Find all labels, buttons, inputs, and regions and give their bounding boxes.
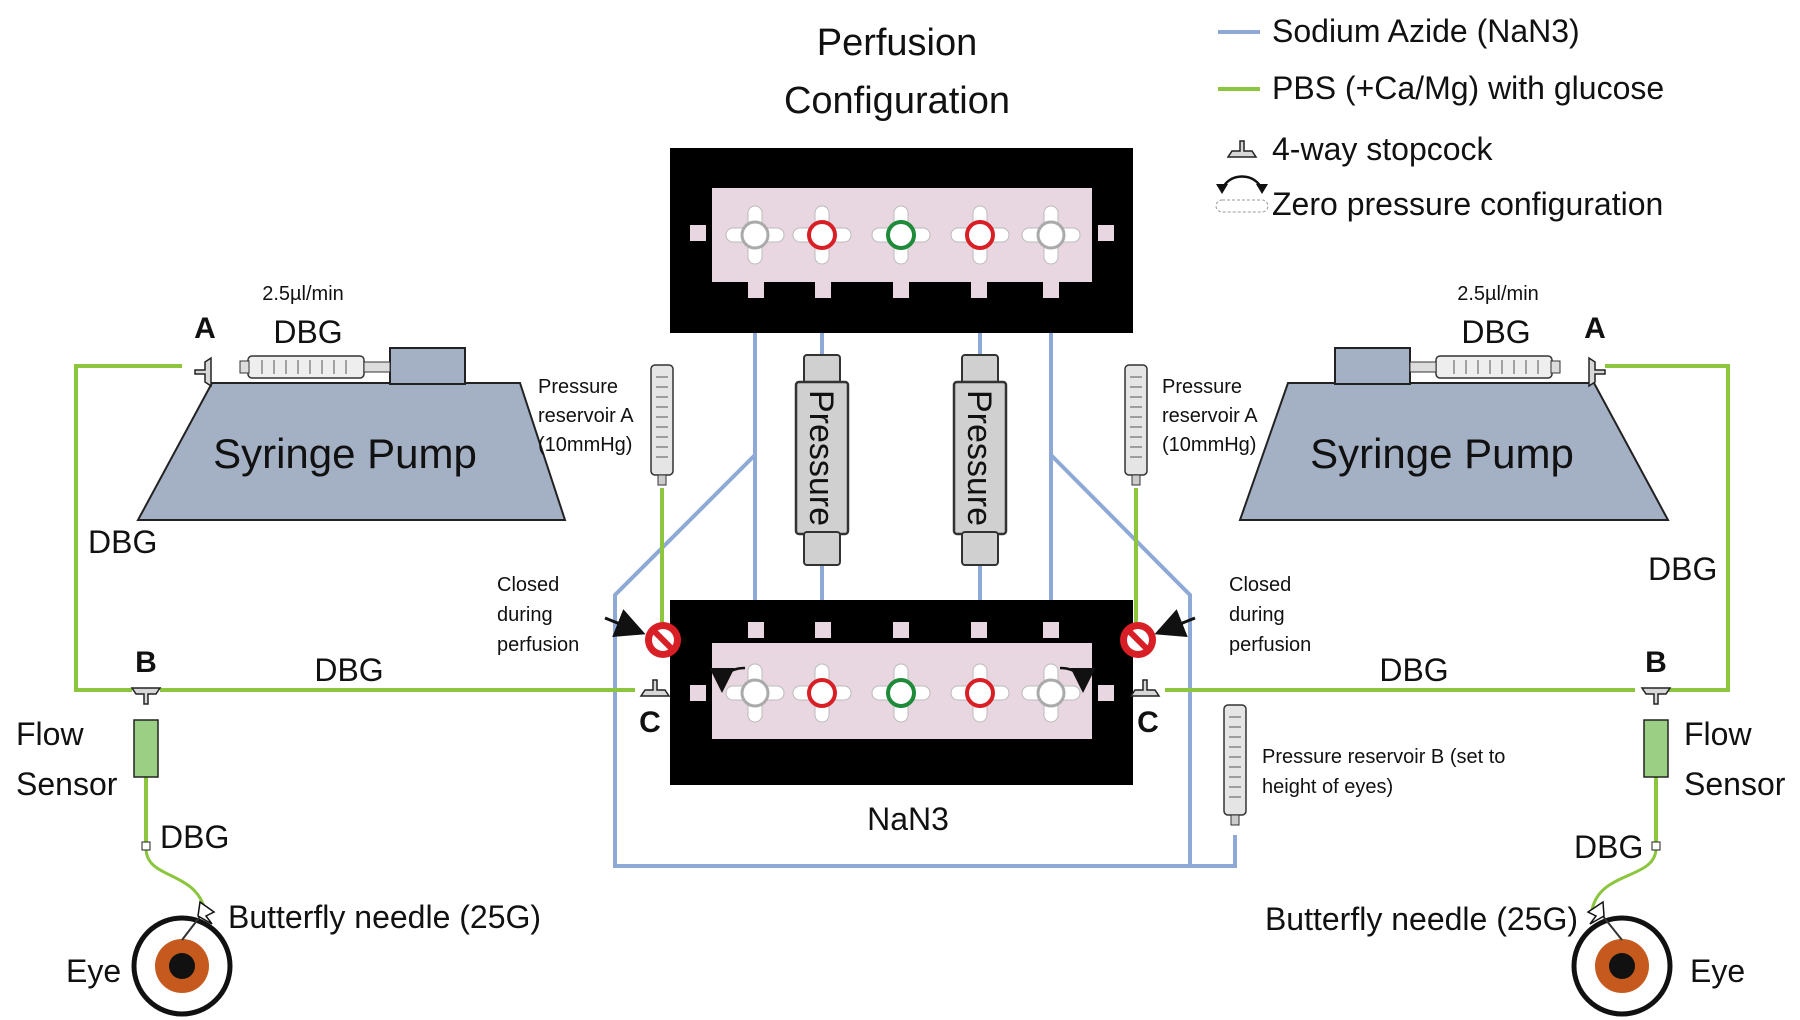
pressure-label: Pressure: [802, 390, 840, 526]
nan3-label: NaN3: [867, 801, 949, 837]
pressure-label: Pressure: [960, 390, 998, 526]
stopcock-c-right: [1130, 679, 1160, 697]
flow-rate-right: 2.5µl/min: [1457, 283, 1539, 305]
reservoir-a-left-line3: (10mmHg): [538, 434, 632, 456]
stopcock-a-left: [194, 357, 212, 387]
closed-right-line1: Closed: [1229, 574, 1291, 596]
dbg-label: DBG: [160, 819, 229, 855]
closed-sign-right: [1120, 622, 1156, 658]
closed-arrow-left: [604, 609, 646, 638]
reservoir-b-line2: height of eyes): [1262, 776, 1393, 798]
dbg-label: DBG: [1574, 829, 1643, 865]
reservoir-a-right-line1: Pressure: [1162, 376, 1242, 398]
dbg-label: DBG: [1648, 551, 1717, 587]
syringe-pump-label: Syringe Pump: [1310, 430, 1574, 477]
closed-right-line3: perfusion: [1229, 634, 1311, 656]
eye-left-label: Eye: [66, 953, 121, 989]
legend-nan3: Sodium Azide (NaN3): [1272, 13, 1580, 49]
reservoir-b-line1: Pressure reservoir B (set to: [1262, 746, 1505, 768]
valve-red: [950, 663, 1010, 723]
pressure-reservoir-a-right: [1124, 364, 1148, 486]
dbg-label: DBG: [1461, 314, 1530, 350]
valve-white: [1021, 205, 1081, 265]
closed-sign-left: [645, 622, 681, 658]
valve-white: [725, 663, 785, 723]
flow-sensor-right-line2: Sensor: [1684, 766, 1786, 802]
flow-sensor-left: [133, 719, 159, 778]
syringe-pump-left: Syringe Pump: [136, 347, 567, 521]
closed-right-line2: during: [1229, 604, 1285, 626]
bottom-manifold: [670, 600, 1133, 785]
eye-right-label: Eye: [1690, 953, 1745, 989]
legend-stopcock: 4-way stopcock: [1272, 131, 1494, 167]
zero-pressure-arrow-left: [709, 666, 746, 693]
title-line-1: Perfusion: [817, 22, 978, 64]
legend-stopcock-icon: [1227, 140, 1257, 158]
reservoir-a-left-line1: Pressure: [538, 376, 618, 398]
pressure-reservoir-a-left: [650, 364, 674, 486]
pressure-reservoir-b: [1223, 704, 1247, 826]
eye-right: [1571, 900, 1673, 1017]
stopcock-b-left: [131, 687, 161, 705]
eye-left: [131, 900, 233, 1017]
pressure-transducer-left: Pressure: [794, 354, 850, 566]
closed-left-line3: perfusion: [497, 634, 579, 656]
point-c-left: C: [639, 706, 661, 739]
dbg-label: DBG: [314, 652, 383, 688]
pbs-lines: [74, 364, 1730, 911]
legend-zero-pressure: Zero pressure configuration: [1272, 186, 1663, 222]
stopcock-b-right: [1641, 687, 1671, 705]
title-line-2: Configuration: [784, 80, 1010, 122]
pressure-transducer-right: Pressure: [952, 354, 1008, 566]
closed-arrow-right: [1154, 609, 1196, 638]
point-b-right: B: [1645, 646, 1667, 679]
valve-red: [792, 205, 852, 265]
reservoir-a-right-line3: (10mmHg): [1162, 434, 1256, 456]
point-c-right: C: [1137, 706, 1159, 739]
stopcock-a-right: [1588, 357, 1606, 387]
point-a-right: A: [1584, 312, 1606, 345]
zero-pressure-arrow-right: [1059, 666, 1096, 693]
reservoir-a-left-line2: reservoir A: [538, 405, 634, 427]
point-b-left: B: [135, 646, 157, 679]
valve-red: [792, 663, 852, 723]
syringe-pump-right: Syringe Pump: [1238, 347, 1670, 521]
flow-sensor-left-line1: Flow: [16, 716, 84, 752]
flow-rate-left: 2.5µl/min: [262, 283, 344, 305]
dbg-label: DBG: [1379, 652, 1448, 688]
flow-sensor-right-line1: Flow: [1684, 716, 1752, 752]
syringe-pump-label: Syringe Pump: [213, 430, 477, 477]
legend-pbs: PBS (+Ca/Mg) with glucose: [1272, 70, 1664, 106]
flow-sensor-left-line2: Sensor: [16, 766, 118, 802]
valve-red: [950, 205, 1010, 265]
point-a-left: A: [194, 312, 216, 345]
flow-sensor-right: [1643, 719, 1669, 778]
valve-white: [725, 205, 785, 265]
dbg-label: DBG: [273, 314, 342, 350]
closed-left-line2: during: [497, 604, 553, 626]
legend-zero-pressure-icon: [1215, 175, 1269, 213]
dbg-label: DBG: [88, 524, 157, 560]
stopcock-c-left: [640, 679, 670, 697]
reservoir-a-right-line2: reservoir A: [1162, 405, 1258, 427]
valve-green: [871, 663, 931, 723]
top-manifold: [670, 148, 1133, 333]
valve-green: [871, 205, 931, 265]
legend: Sodium Azide (NaN3) PBS (+Ca/Mg) with gl…: [1215, 13, 1664, 222]
needle-left-label: Butterfly needle (25G): [228, 899, 541, 935]
needle-right-label: Butterfly needle (25G): [1265, 901, 1578, 937]
valve-white: [1021, 663, 1081, 723]
closed-left-line1: Closed: [497, 574, 559, 596]
